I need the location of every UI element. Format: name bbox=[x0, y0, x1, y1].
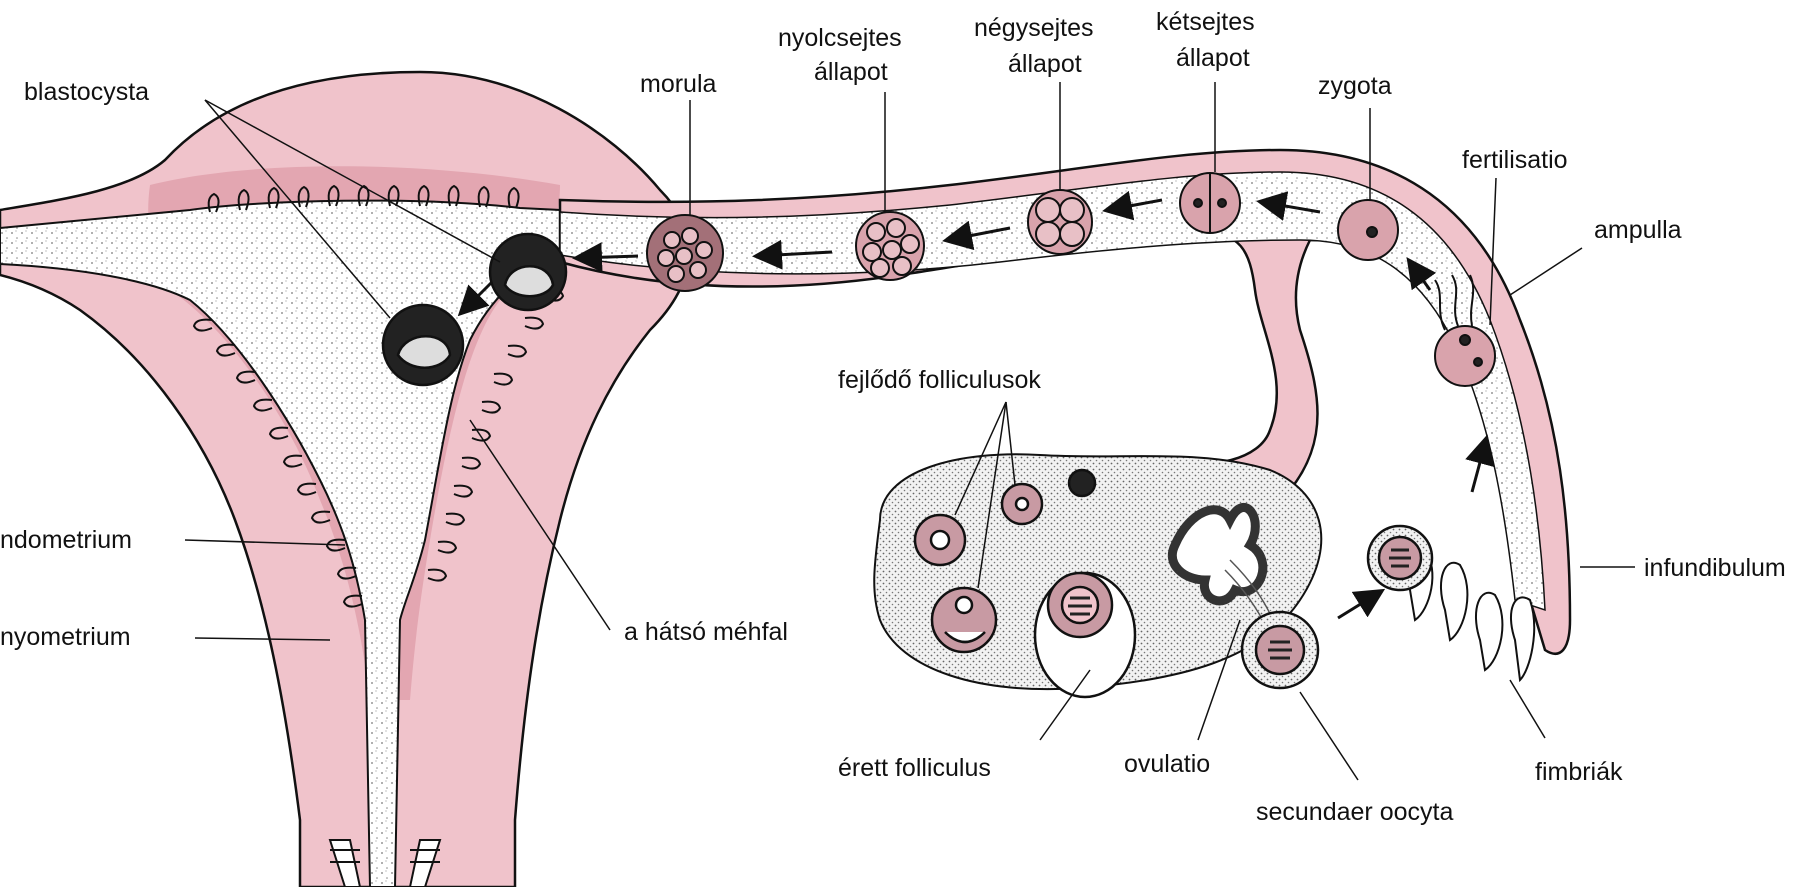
arrow-morula-to-blastocyst bbox=[578, 256, 638, 258]
oocyte-in-infundibulum bbox=[1368, 526, 1432, 590]
blastocyst-1 bbox=[490, 234, 566, 310]
label-four-cell-line2: állapot bbox=[1008, 50, 1082, 78]
label-fertilisatio: fertilisatio bbox=[1462, 146, 1568, 174]
secondary-oocyte bbox=[1242, 612, 1318, 688]
label-fimbriak: fimbriák bbox=[1535, 758, 1623, 786]
mature-follicle bbox=[1035, 573, 1135, 697]
follicle-3 bbox=[1069, 470, 1095, 496]
label-posterior-uterine-wall: a hátsó méhfal bbox=[624, 618, 788, 646]
label-mature-follicle: érett folliculus bbox=[838, 754, 991, 782]
label-two-cell-line1: kétsejtes bbox=[1156, 8, 1255, 36]
blastocyst-2 bbox=[383, 305, 463, 385]
morula-cell bbox=[647, 215, 723, 291]
label-eight-cell-line2: állapot bbox=[814, 58, 888, 86]
arrow-oocyte-up bbox=[1472, 440, 1486, 492]
label-four-cell-line1: négysejtes bbox=[974, 14, 1094, 42]
four-cell-stage bbox=[1028, 190, 1092, 254]
label-morula: morula bbox=[640, 70, 717, 98]
label-myometrium: nyometrium bbox=[0, 623, 131, 651]
label-two-cell-line2: állapot bbox=[1176, 44, 1250, 72]
label-ampulla: ampulla bbox=[1594, 216, 1682, 244]
two-cell-stage bbox=[1180, 173, 1240, 233]
label-zygota: zygota bbox=[1318, 72, 1392, 100]
label-infundibulum: infundibulum bbox=[1644, 554, 1786, 582]
eight-cell-stage bbox=[856, 212, 924, 280]
zygote-cell bbox=[1338, 200, 1398, 260]
arrow-oocyte-to-tube bbox=[1338, 592, 1380, 618]
label-ovulatio: ovulatio bbox=[1124, 750, 1210, 778]
label-eight-cell-line1: nyolcsejtes bbox=[778, 24, 902, 52]
label-developing-follicles: fejlődő folliculusok bbox=[838, 366, 1041, 394]
label-blastocysta: blastocysta bbox=[24, 78, 149, 106]
label-endometrium: ndometrium bbox=[0, 526, 132, 554]
label-secondary-oocyte: secundaer oocyta bbox=[1256, 798, 1453, 826]
uterus bbox=[0, 72, 689, 887]
